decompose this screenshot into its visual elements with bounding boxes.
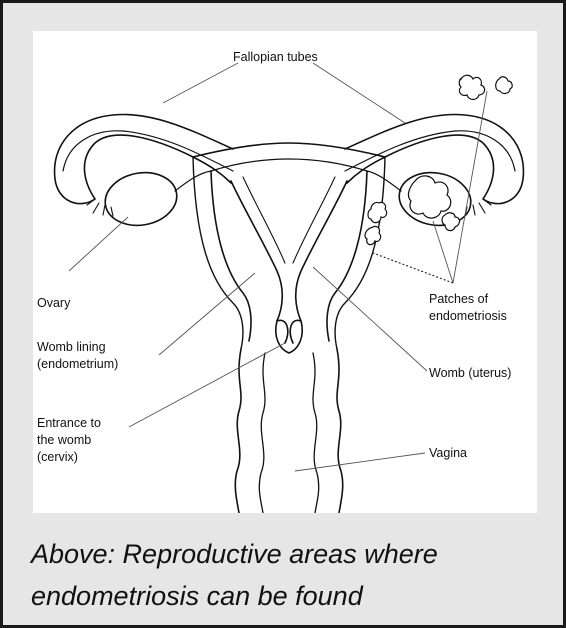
vagina-wall-left [235,349,241,513]
label-womb-uterus: Womb (uterus) [429,366,511,380]
label-entrance: Entrance to [37,416,101,430]
label-entrance-2: the womb [37,433,91,447]
leader-cervix [129,343,285,427]
leader-ovary [69,217,128,271]
uterus-fundus [193,143,385,157]
endometriosis-patches [365,75,512,244]
leader-womb-uterus [313,267,427,371]
label-ovary: Ovary [37,296,71,310]
label-womb-lining-sub: (endometrium) [37,357,118,371]
label-fallopian-tubes: Fallopian tubes [233,50,318,64]
cervix [276,321,303,353]
leader-patches-dotted [373,253,453,283]
figure-caption: Above: Reproductive areas where endometr… [31,533,541,617]
label-entrance-3: (cervix) [37,450,78,464]
leader-fallopian-right [313,63,405,123]
leader-fallopian-left [163,63,238,103]
caption-line-1: Above: Reproductive areas where [31,533,541,575]
vagina-wall-right [337,349,343,513]
label-womb-lining: Womb lining [37,340,106,354]
label-vagina: Vagina [429,446,467,460]
leader-patches-a [453,91,487,283]
caption-line-2: endometriosis can be found [31,575,541,617]
diagram-panel: Fallopian tubes Ovary Womb lining (endom… [33,31,537,513]
uterus-wall-right [327,171,367,341]
fallopian-tube-left [55,114,233,203]
reproductive-anatomy-diagram: Fallopian tubes Ovary Womb lining (endom… [33,31,537,513]
label-patches: Patches of [429,292,489,306]
womb-lining [231,181,288,343]
uterus-wall-left [211,171,251,341]
label-patches-2: endometriosis [429,309,507,323]
ovary-left [101,167,181,231]
